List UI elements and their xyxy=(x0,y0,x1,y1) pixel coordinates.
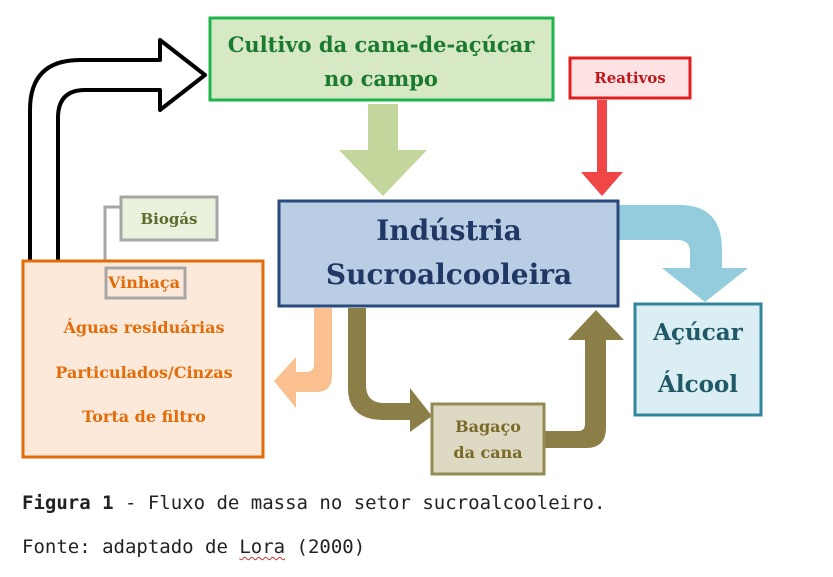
industry-to-residues-arrow xyxy=(274,308,332,408)
produtos-box xyxy=(633,302,763,417)
bagaco-box xyxy=(430,402,546,476)
figure-text: - Fluxo de massa no setor sucroalcooleir… xyxy=(113,492,606,514)
cultivo-box xyxy=(208,16,555,102)
bagaco-line1: Bagaço xyxy=(455,417,521,436)
reativos-label: Reativos xyxy=(594,69,666,87)
biogas-label: Biogás xyxy=(140,210,197,228)
bagasse-loop-arrow xyxy=(348,308,432,432)
figure-label: Figura 1 xyxy=(22,492,114,514)
bagaco-line2: da cana xyxy=(453,443,522,462)
bagasse-to-industry-arrow xyxy=(544,310,624,448)
residuo-item: Torta de filtro xyxy=(82,407,206,426)
reativos-box xyxy=(568,56,692,100)
residuo-item: Vinhaça xyxy=(107,273,180,292)
produtos-line1: Açúcar xyxy=(652,319,743,346)
field-to-industry-arrow xyxy=(339,104,427,196)
industria-box xyxy=(277,199,620,308)
industria-line1: Indústria xyxy=(376,214,522,247)
residuo-item: Águas residuárias xyxy=(63,317,225,337)
source-prefix: Fonte: adaptado de xyxy=(22,536,240,558)
residuo-item: Particulados/Cinzas xyxy=(55,363,232,382)
figure-caption: Figura 1 - Fluxo de massa no setor sucro… xyxy=(22,492,605,514)
cultivo-line2: no campo xyxy=(324,66,438,91)
reagents-arrow-head xyxy=(581,172,623,196)
produtos-line2: Álcool xyxy=(657,371,738,398)
return-arrow xyxy=(28,38,207,264)
biogas-connector xyxy=(103,205,122,268)
industry-to-products-arrow xyxy=(618,205,748,302)
vinhaca-highlight xyxy=(104,266,187,300)
reagents-arrow-shaft xyxy=(597,100,607,174)
residuos-box xyxy=(21,259,265,459)
cultivo-line1: Cultivo da cana-de-açúcar xyxy=(228,32,536,57)
source-suffix: (2000) xyxy=(285,536,366,558)
source-author: Lora xyxy=(239,536,286,558)
industria-line2: Sucroalcooleira xyxy=(326,258,572,291)
figure-source: Fonte: adaptado de Lora (2000) xyxy=(22,536,365,558)
biogas-box xyxy=(119,195,219,242)
